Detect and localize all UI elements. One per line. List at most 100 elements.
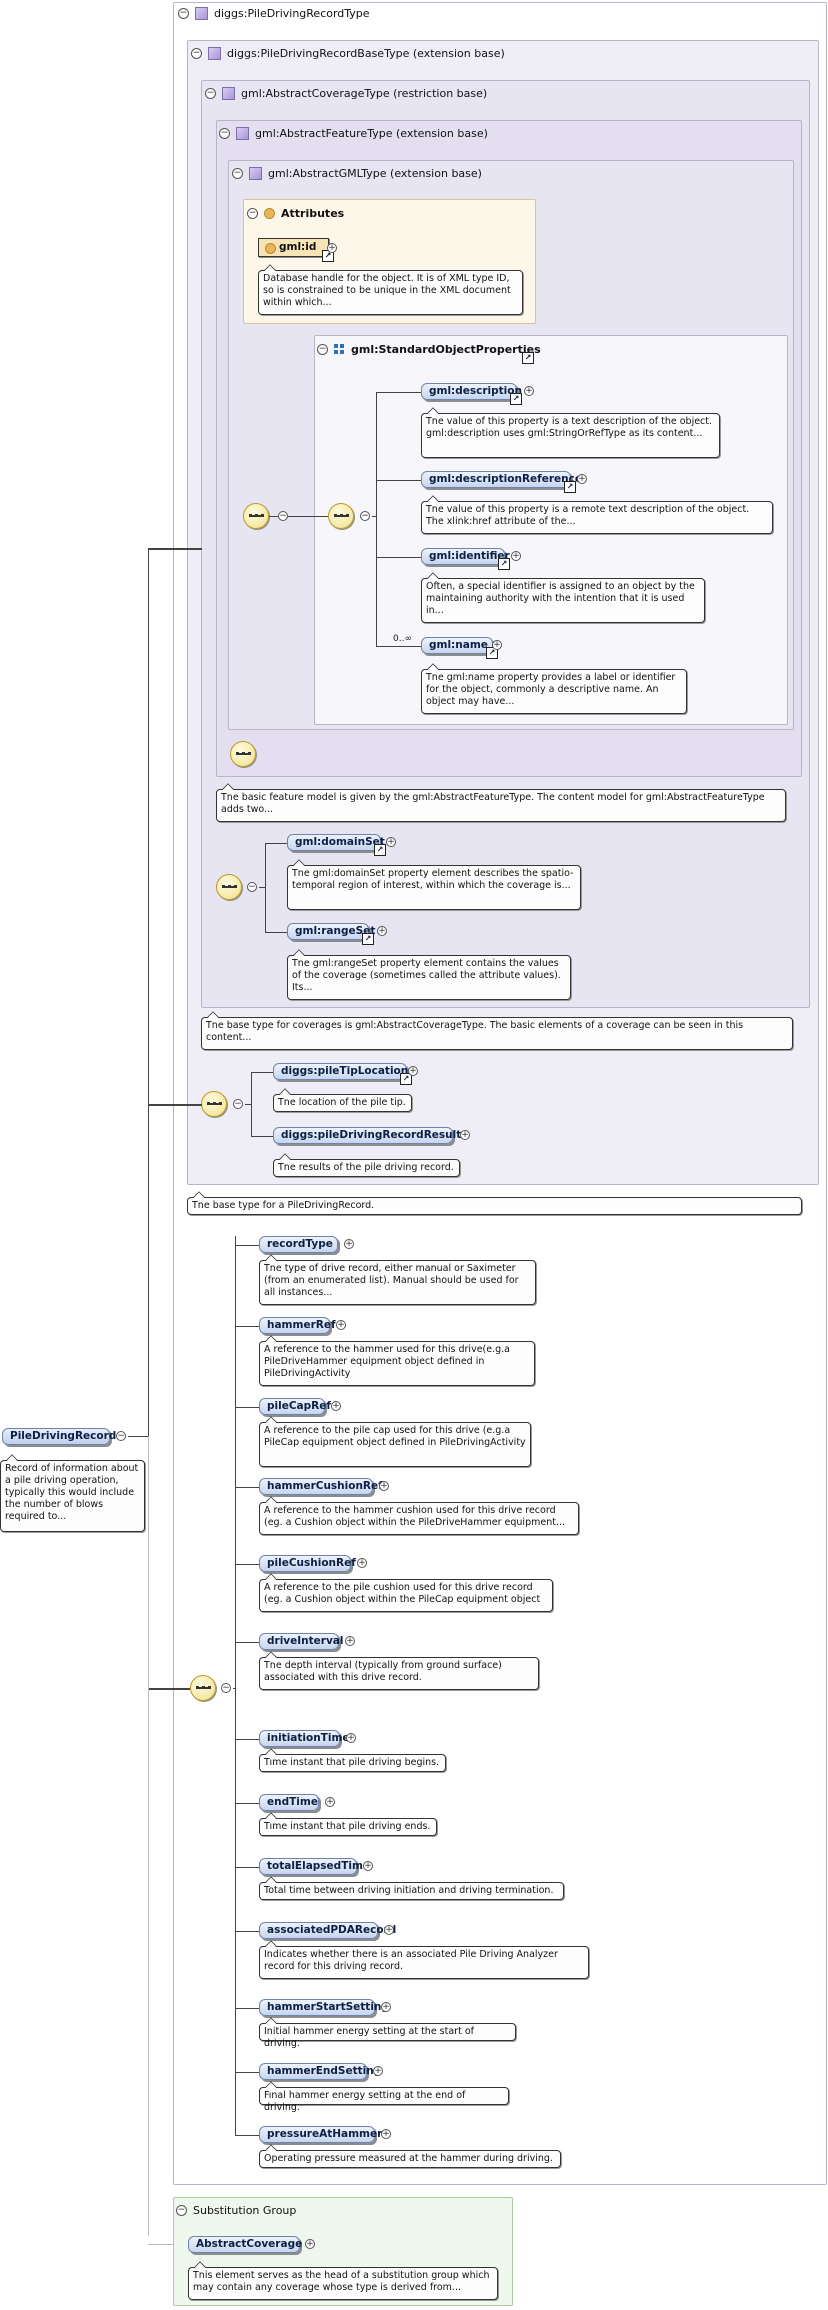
collapse-icon[interactable]: − <box>232 168 243 179</box>
element-label: pressureAtHammer <box>267 2128 383 2140</box>
expand-icon[interactable]: + <box>577 474 587 484</box>
reference-arrow-icon[interactable]: ↗ <box>498 558 510 570</box>
reference-arrow-icon[interactable]: ↗ <box>522 352 534 364</box>
pile-driving-record-type-header[interactable]: − diggs:PileDrivingRecordType <box>178 7 370 20</box>
record-element[interactable]: initiationTime <box>259 1730 350 1747</box>
element-label: hammerRef <box>267 1319 336 1331</box>
record-element[interactable]: hammerCushionRef <box>259 1478 383 1495</box>
collapse-icon[interactable]: − <box>233 1099 243 1109</box>
expand-icon[interactable]: + <box>325 1797 335 1807</box>
expand-icon[interactable]: + <box>492 640 502 650</box>
collapse-icon[interactable]: − <box>178 8 189 19</box>
element-label: hammerCushionRef <box>267 1480 383 1492</box>
record-element-doc: The depth interval (typically from groun… <box>259 1657 539 1690</box>
abstract-feature-type-header[interactable]: − gml:AbstractFeatureType (extension bas… <box>219 127 488 140</box>
collapse-icon[interactable]: − <box>176 2205 187 2216</box>
expand-icon[interactable]: + <box>357 1558 367 1568</box>
expand-icon[interactable]: + <box>460 1130 470 1140</box>
gml-rangeset-element[interactable]: gml:rangeSet ↗ <box>287 923 375 945</box>
expand-icon[interactable]: + <box>336 1320 346 1330</box>
collapse-icon[interactable]: − <box>205 88 216 99</box>
expand-icon[interactable]: + <box>524 386 534 396</box>
collapse-icon[interactable]: − <box>247 882 257 892</box>
expand-icon[interactable]: + <box>363 1861 373 1871</box>
expand-icon[interactable]: + <box>331 1401 341 1411</box>
expand-icon[interactable]: + <box>346 1733 356 1743</box>
collapse-icon[interactable]: − <box>219 128 230 139</box>
gml-domainset-element[interactable]: gml:domainSet ↗ <box>287 834 386 856</box>
element-label: pileCapRef <box>267 1400 331 1412</box>
pile-driving-record-type-doc: The base type for a PileDrivingRecord. <box>187 1197 802 1215</box>
abstract-coverage-type-header[interactable]: − gml:AbstractCoverageType (restriction … <box>205 87 487 100</box>
expand-icon[interactable]: + <box>377 926 387 936</box>
standard-object-properties-header[interactable]: − gml:StandardObjectProperties <box>317 343 541 356</box>
expand-icon[interactable]: + <box>381 2002 391 2012</box>
record-element[interactable]: driveInterval <box>259 1633 344 1650</box>
reference-arrow-icon[interactable]: ↗ <box>322 250 334 262</box>
expand-icon[interactable]: + <box>327 243 337 253</box>
record-element[interactable]: hammerRef <box>259 1317 336 1334</box>
reference-arrow-icon[interactable]: ↗ <box>400 1073 412 1085</box>
gml-identifier-element[interactable]: gml:identifier ↗ <box>421 548 510 570</box>
expand-icon[interactable]: + <box>344 1239 354 1249</box>
group-icon <box>334 344 345 355</box>
gml-name-element[interactable]: gml:name ↗ <box>421 637 498 659</box>
record-element[interactable]: hammerStartSetting <box>259 1999 389 2016</box>
reference-arrow-icon[interactable]: ↗ <box>564 481 576 493</box>
abstract-feature-type-doc: The basic feature model is given by the … <box>216 789 786 822</box>
base-type-title: diggs:PileDrivingRecordBaseType (extensi… <box>227 47 505 60</box>
expand-icon[interactable]: + <box>386 837 396 847</box>
standard-object-properties-title: gml:StandardObjectProperties <box>351 343 541 356</box>
gml-id-attribute[interactable]: gml:id ↗ <box>258 238 334 262</box>
expand-icon[interactable]: + <box>384 1925 394 1935</box>
collapse-icon[interactable]: − <box>247 208 258 219</box>
expand-icon[interactable]: + <box>381 2129 391 2139</box>
collapse-icon[interactable]: − <box>221 1683 231 1693</box>
occurrence-label: 0..∞ <box>393 634 412 644</box>
collapse-icon[interactable]: − <box>278 511 288 521</box>
collapse-icon[interactable]: − <box>191 48 202 59</box>
pile-driving-record-doc: Record of information about a pile drivi… <box>0 1460 145 1532</box>
element-label: gml:rangeSet <box>295 925 376 937</box>
attributes-header[interactable]: − Attributes <box>247 207 344 220</box>
element-label: gml:identifier <box>429 550 510 562</box>
reference-arrow-icon[interactable]: ↗ <box>362 933 374 945</box>
reference-arrow-icon[interactable]: ↗ <box>510 393 522 405</box>
connector-line <box>376 392 377 646</box>
record-element[interactable]: pressureAtHammer <box>259 2126 382 2143</box>
base-type-header[interactable]: − diggs:PileDrivingRecordBaseType (exten… <box>191 47 505 60</box>
record-element-doc: A reference to the pile cap used for thi… <box>259 1422 531 1467</box>
expand-icon[interactable]: + <box>379 1481 389 1491</box>
abstract-coverage-element[interactable]: AbstractCoverage <box>188 2236 302 2253</box>
record-element[interactable]: hammerEndSetting <box>259 2063 381 2080</box>
connector-line <box>288 516 328 517</box>
collapse-icon[interactable]: − <box>360 511 370 521</box>
reference-arrow-icon[interactable]: ↗ <box>374 844 386 856</box>
record-element-doc: Initial hammer energy setting at the sta… <box>259 2023 516 2049</box>
expand-icon[interactable]: + <box>408 1066 418 1076</box>
abstract-gml-type-header[interactable]: − gml:AbstractGMLType (extension base) <box>232 167 482 180</box>
record-element[interactable]: pileCapRef <box>259 1398 331 1415</box>
expand-icon[interactable]: + <box>373 2066 383 2076</box>
record-element[interactable]: endTime <box>259 1794 319 1811</box>
collapse-icon[interactable]: − <box>116 1431 126 1441</box>
gml-description-reference-element[interactable]: gml:descriptionReference ↗ <box>421 471 582 493</box>
expand-icon[interactable]: + <box>345 1636 355 1646</box>
gml-id-doc: Database handle for the object. It is of… <box>258 270 523 315</box>
record-element[interactable]: associatedPDARecord <box>259 1922 396 1939</box>
substitution-group-header[interactable]: − Substitution Group <box>176 2204 296 2217</box>
gml-description-element[interactable]: gml:description ↗ <box>421 383 522 405</box>
pile-driving-record-element[interactable]: PileDrivingRecord <box>2 1428 116 1445</box>
element-label: driveInterval <box>267 1635 344 1647</box>
collapse-icon[interactable]: − <box>317 344 328 355</box>
record-element[interactable]: recordType <box>259 1236 338 1253</box>
record-element[interactable]: totalElapsedTime <box>259 1858 370 1875</box>
expand-icon[interactable]: + <box>511 551 521 561</box>
element-label: gml:description <box>429 385 522 397</box>
diggs-pile-driving-record-results-element[interactable]: diggs:pileDrivingRecordResults <box>273 1127 468 1144</box>
record-element[interactable]: pileCushionRef <box>259 1555 356 1572</box>
diggs-pile-tip-location-element[interactable]: diggs:pileTipLocation ↗ <box>273 1063 412 1085</box>
expand-icon[interactable]: + <box>305 2239 315 2249</box>
record-element-doc: Indicates whether there is an associated… <box>259 1946 589 1979</box>
element-label: totalElapsedTime <box>267 1860 371 1872</box>
